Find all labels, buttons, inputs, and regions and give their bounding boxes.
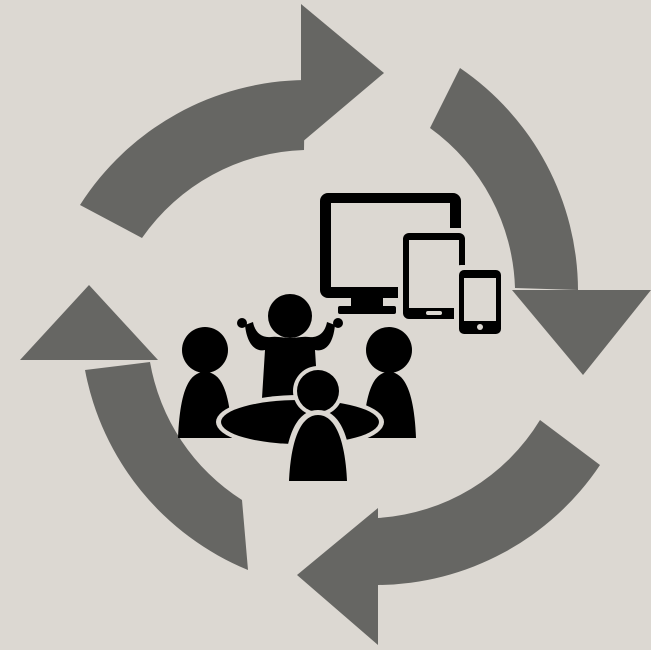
tablet-icon — [398, 228, 470, 324]
arrow-bottom-icon — [297, 420, 600, 645]
cycle-arrows — [20, 4, 651, 645]
arrow-left-icon — [20, 285, 248, 570]
devices — [320, 193, 506, 339]
people-meeting-icon — [178, 294, 416, 486]
arrow-top-icon — [80, 4, 384, 238]
arrow-right-icon — [430, 68, 651, 375]
person-front-icon — [283, 366, 353, 486]
smartphone-icon — [454, 265, 506, 339]
